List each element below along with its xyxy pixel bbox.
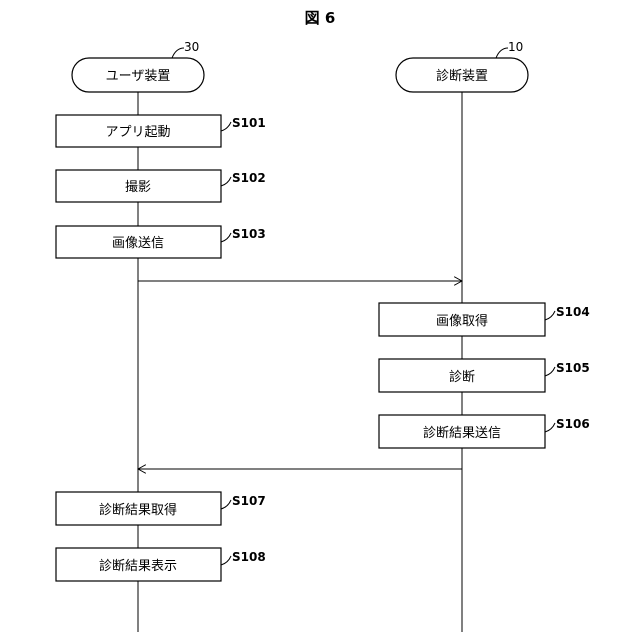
user-device-ref: 30 xyxy=(184,40,199,54)
step-s104: 画像取得 S104 xyxy=(379,303,590,336)
step-s103-id: S103 xyxy=(232,227,266,241)
step-s104-id: S104 xyxy=(556,305,590,319)
step-s107-leader xyxy=(221,500,231,509)
step-s107-id: S107 xyxy=(232,494,266,508)
user-device-actor: ユーザ装置 30 xyxy=(72,40,204,92)
user-device-label: ユーザ装置 xyxy=(106,69,171,84)
step-s103: 画像送信 S103 xyxy=(56,226,266,258)
step-s105-leader xyxy=(545,367,555,376)
step-s105: 診断 S105 xyxy=(379,359,590,392)
diagnosis-device-actor: 診断装置 10 xyxy=(396,40,528,92)
step-s108-leader xyxy=(221,556,231,565)
step-s101: アプリ起動 S101 xyxy=(56,115,266,147)
step-s103-label: 画像送信 xyxy=(112,236,164,251)
step-s108: 診断結果表示 S108 xyxy=(56,548,266,581)
step-s102-id: S102 xyxy=(232,171,266,185)
step-s101-label: アプリ起動 xyxy=(105,125,170,140)
figure-title: 図 6 xyxy=(305,9,336,27)
user-device-ref-leader xyxy=(172,48,184,58)
diagnosis-device-label: 診断装置 xyxy=(436,68,488,84)
step-s108-label: 診断結果表示 xyxy=(99,558,177,574)
step-s103-leader xyxy=(221,233,231,242)
step-s106-label: 診断結果送信 xyxy=(423,425,501,441)
step-s106-leader xyxy=(545,423,555,432)
step-s102-leader xyxy=(221,177,231,186)
step-s104-leader xyxy=(545,311,555,320)
diagnosis-device-ref: 10 xyxy=(508,40,523,54)
step-s107-label: 診断結果取得 xyxy=(99,502,177,518)
step-s102-label: 撮影 xyxy=(125,179,151,195)
step-s108-id: S108 xyxy=(232,550,266,564)
step-s106-id: S106 xyxy=(556,417,590,431)
step-s105-id: S105 xyxy=(556,361,590,375)
step-s104-label: 画像取得 xyxy=(436,313,488,329)
diagnosis-device-ref-leader xyxy=(496,48,508,58)
step-s101-id: S101 xyxy=(232,116,266,130)
step-s107: 診断結果取得 S107 xyxy=(56,492,266,525)
step-s102: 撮影 S102 xyxy=(56,170,266,202)
step-s105-label: 診断 xyxy=(449,369,475,385)
step-s106: 診断結果送信 S106 xyxy=(379,415,590,448)
step-s101-leader xyxy=(221,122,231,131)
